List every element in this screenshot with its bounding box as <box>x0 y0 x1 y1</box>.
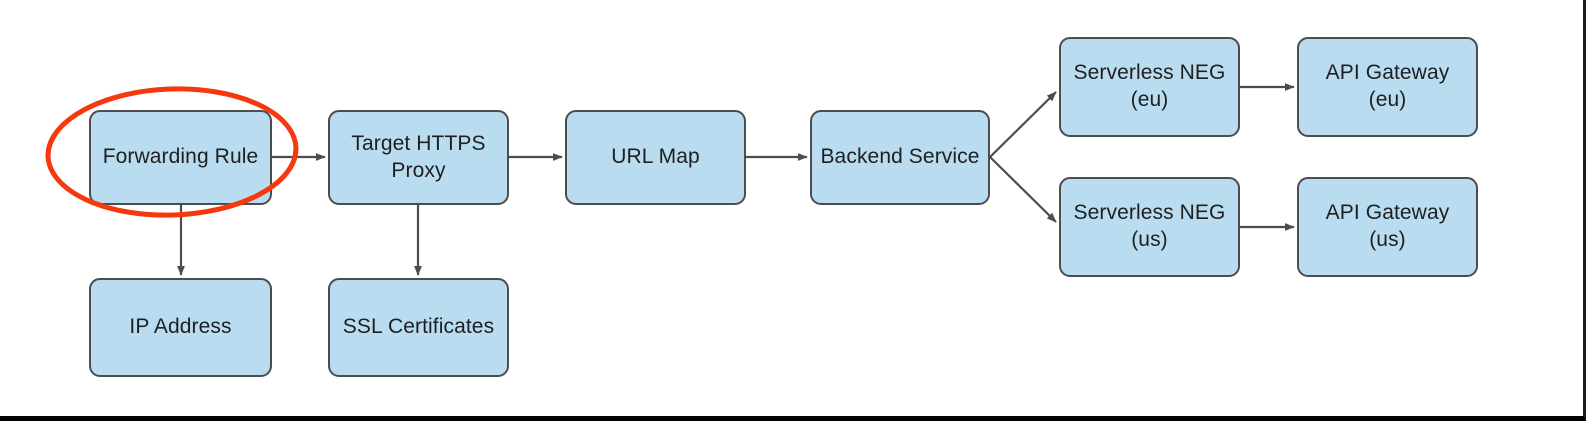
node-serverless-neg-us[interactable]: Serverless NEG (us) <box>1059 177 1240 277</box>
node-ssl-certificates[interactable]: SSL Certificates <box>328 278 509 377</box>
node-serverless-neg-eu[interactable]: Serverless NEG (eu) <box>1059 37 1240 137</box>
node-target-https-proxy[interactable]: Target HTTPS Proxy <box>328 110 509 205</box>
edge-backend-service-to-serverless-neg-eu <box>989 91 1057 158</box>
node-backend-service[interactable]: Backend Service <box>810 110 990 205</box>
edge-backend-service-to-serverless-neg-us <box>989 156 1057 223</box>
node-forwarding-rule[interactable]: Forwarding Rule <box>89 110 272 205</box>
node-api-gateway-us[interactable]: API Gateway (us) <box>1297 177 1478 277</box>
node-api-gateway-eu[interactable]: API Gateway (eu) <box>1297 37 1478 137</box>
node-url-map[interactable]: URL Map <box>565 110 746 205</box>
node-ip-address[interactable]: IP Address <box>89 278 272 377</box>
